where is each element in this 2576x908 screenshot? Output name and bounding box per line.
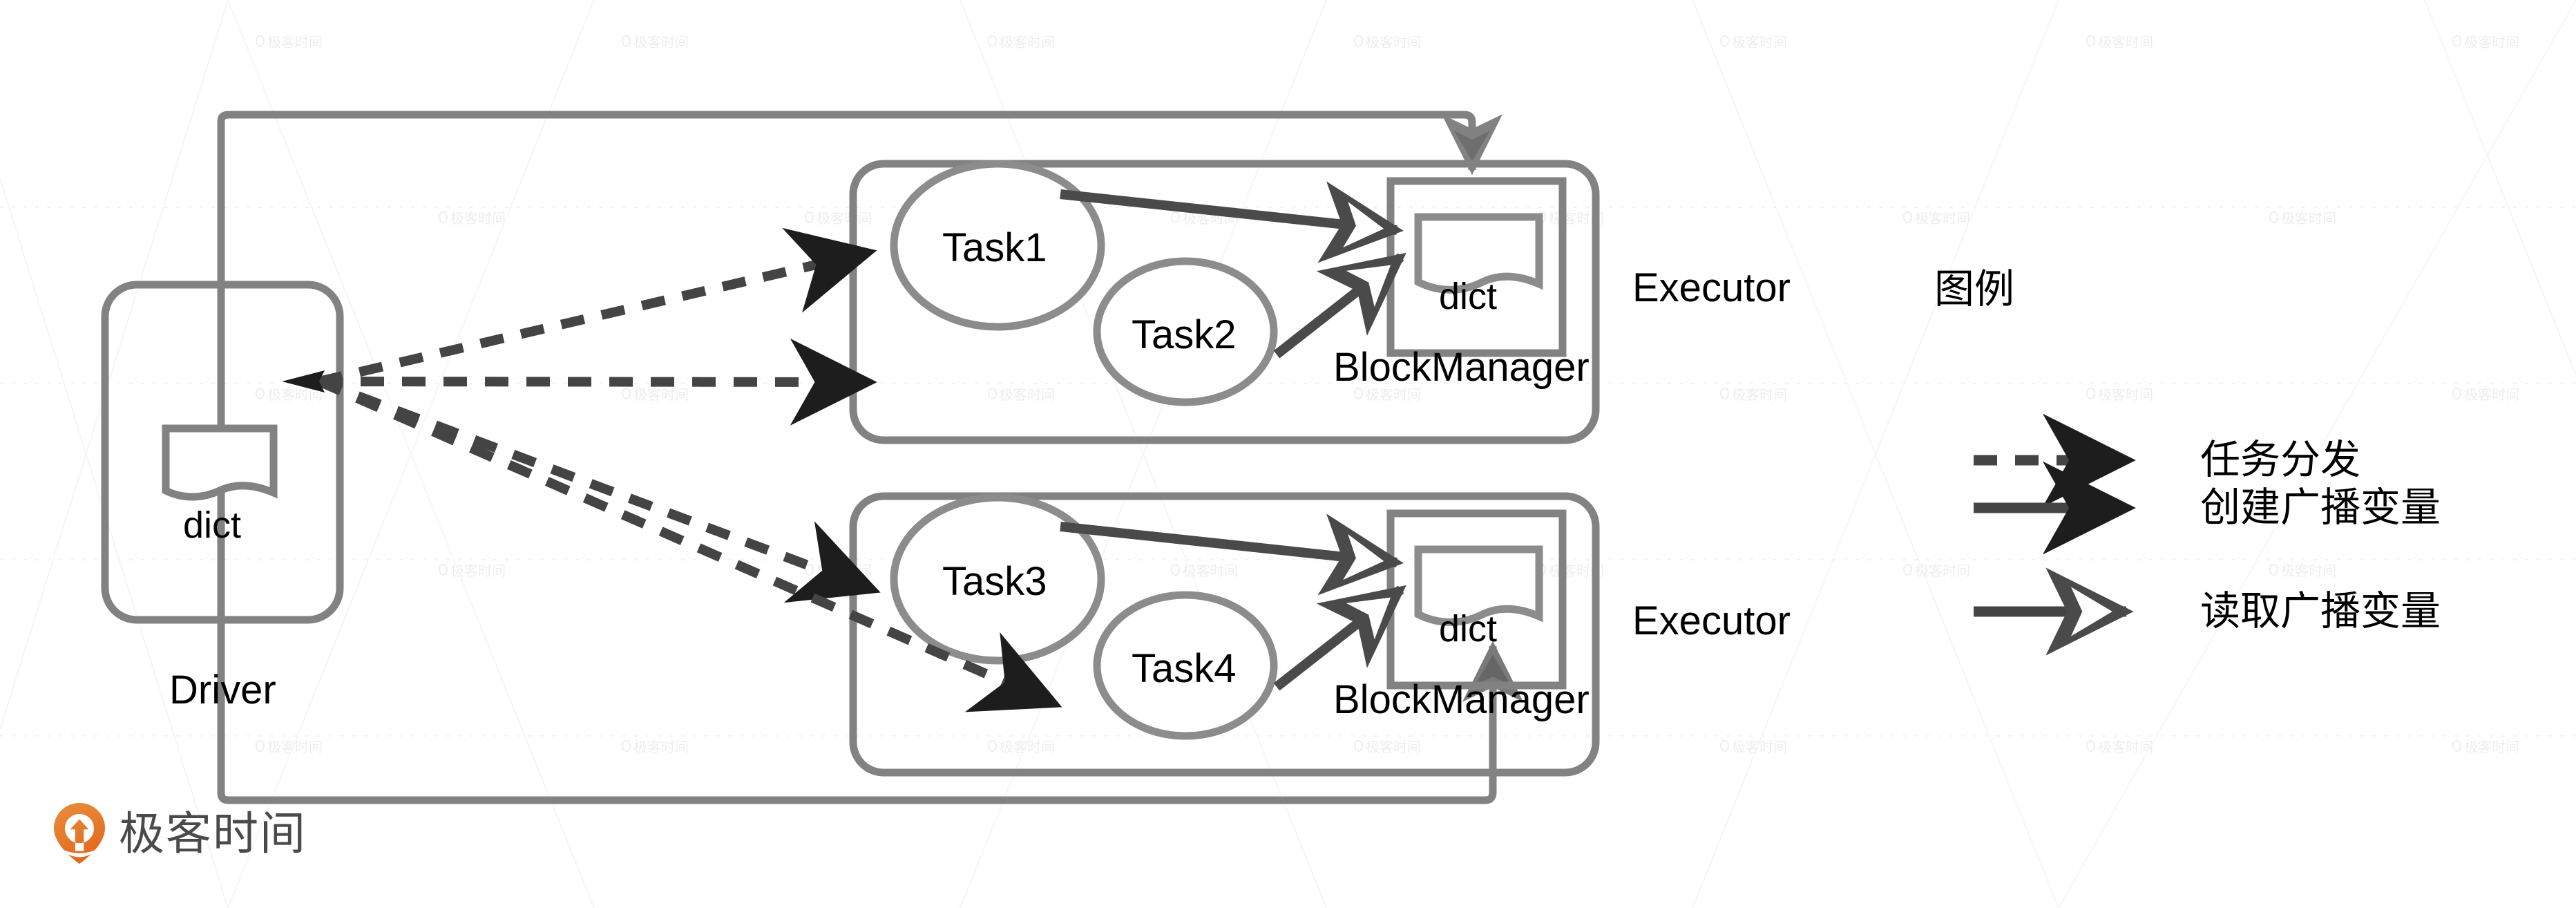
executor-1-blockmanager-label: BlockManager [1333, 345, 1590, 390]
executor-2-read-arrows [1060, 513, 1406, 691]
executor-2-container [849, 492, 1600, 777]
task-label-task2: Task2 [1132, 312, 1237, 357]
task-dispatch-edges [317, 227, 1062, 712]
task-label-task1: Task1 [942, 225, 1047, 270]
executor-2-dict-shape [1414, 545, 1543, 626]
driver-dict-shape [162, 424, 278, 501]
driver-container [101, 281, 344, 624]
edge-create-broadcast-upper [217, 111, 1503, 477]
executor-2-blockmanager-label: BlockManager [1333, 677, 1590, 722]
brand-text: 极客时间 [119, 808, 307, 859]
task-label-task4: Task4 [1132, 646, 1237, 691]
executor-1-dict-shape [1414, 213, 1543, 294]
executor-1-dict-label: dict [1439, 276, 1498, 317]
executor-1-task2-ellipse [1093, 257, 1278, 406]
executor-1-label: Executor [1632, 265, 1791, 310]
driver-label: Driver [169, 668, 276, 712]
executor-2-dict-label: dict [1439, 608, 1498, 650]
executor-1-read-arrows [1060, 181, 1406, 359]
legend-title: 图例 [1934, 267, 2015, 312]
brand-logo: 极客时间 [53, 802, 307, 865]
executor-2-task4-ellipse [1093, 591, 1278, 740]
legend-label-read-broadcast: 读取广播变量 [2200, 589, 2441, 634]
task-label-task3: Task3 [942, 559, 1047, 604]
location-pin-icon [54, 803, 105, 864]
executor-2-label: Executor [1632, 598, 1791, 643]
executor-1-task1-ellipse [890, 160, 1105, 331]
driver-dict-label: dict [183, 504, 242, 546]
legend-label-task-dispatch: 任务分发 [2200, 437, 2361, 482]
task-dispatch-origin-arrowhead [282, 370, 325, 392]
legend-label-create-broadcast: 创建广播变量 [2200, 485, 2441, 530]
edge-create-broadcast-lower [217, 477, 1524, 804]
